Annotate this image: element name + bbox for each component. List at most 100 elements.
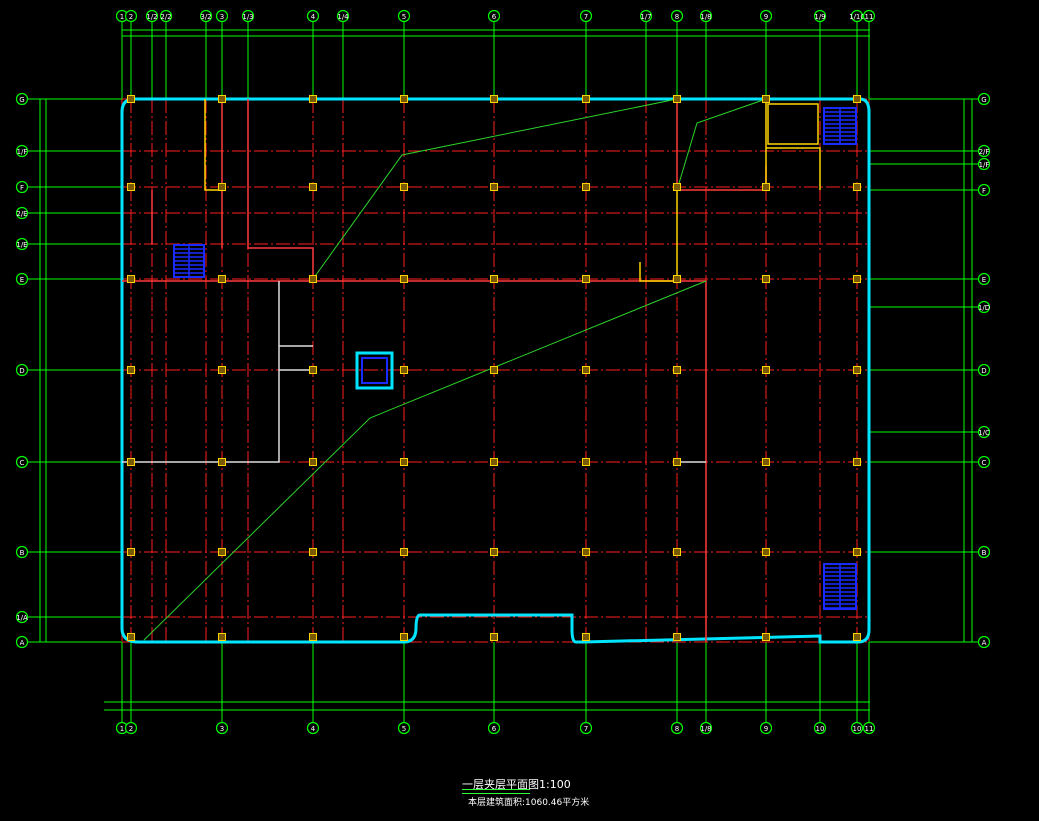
column [127,548,135,556]
column [490,95,498,103]
column [853,95,861,103]
left-axis-label: 1/F [17,148,28,156]
top-axis-label: 1 [120,13,124,21]
left-axis-label: B [20,549,25,557]
top-axis-label: 9 [764,13,768,21]
column [400,366,408,374]
left-axis-label: G [19,96,24,104]
bottom-axis-label: 9 [764,725,768,733]
bottom-axis-circle [759,721,773,735]
column [127,458,135,466]
top-axis-circle [159,9,173,23]
left-axis-circle [15,272,29,286]
bottom-axis-label: 8 [675,725,679,733]
right-axis-label: 1/F [979,161,990,169]
right-axis-circle [977,455,991,469]
column [400,95,408,103]
yellow-wall [204,99,821,282]
shaft-box [355,351,394,390]
column [673,183,681,191]
left-axis-label: A [20,639,25,647]
top-axis-label: 1/9 [814,13,825,21]
bottom-axis-label: 11 [865,725,874,733]
title-underline [462,789,530,794]
bottom-axis-circle [397,721,411,735]
bottom-axis-label: 1 [120,725,124,733]
top-axis-label: 1/8 [700,13,711,21]
left-axis-label: 1/E [16,241,27,249]
left-axis-circle [15,545,29,559]
right-axis-label: C [982,459,987,467]
right-axis-label: F [982,187,986,195]
left-axis-circle [15,237,29,251]
left-axis-circle [15,206,29,220]
right-axis-label: A [982,639,987,647]
left-axis-label: 1/A [16,614,28,622]
column [309,458,317,466]
top-axis-label: 2/2 [160,13,171,21]
column [762,458,770,466]
right-axis-circle [977,183,991,197]
column [127,183,135,191]
bottom-axis-label: 5 [402,725,406,733]
top-axis-circle [670,9,684,23]
left-axis-circle [15,144,29,158]
column [309,183,317,191]
left-axis-label: C [20,459,25,467]
column [400,548,408,556]
column [673,458,681,466]
shaft-box-inner [361,357,388,384]
right-axis-label: B [982,549,987,557]
top-axis-circle [862,9,876,23]
bottom-axis-circle [487,721,501,735]
right-axis-circle [977,157,991,171]
right-axis-circle [977,425,991,439]
column [218,548,226,556]
right-axis-circle [977,363,991,377]
top-axis-circle [639,9,653,23]
right-axis-circle [977,545,991,559]
right-axis-label: D [981,367,986,375]
grid-lines [28,22,978,722]
column [127,95,135,103]
top-axis-label: 3/2 [200,13,211,21]
left-axis-circle [15,635,29,649]
top-axis-circle [336,9,350,23]
bottom-axis-label: 10 [853,725,862,733]
column [218,633,226,641]
top-axis-circle [241,9,255,23]
top-axis-circle [124,9,138,23]
drawing-subtitle: 本层建筑面积:1060.46平方米 [468,798,590,808]
left-axis-label: D [19,367,24,375]
column [400,275,408,283]
top-axis-circle [813,9,827,23]
right-axis-label: 1/D [978,304,990,312]
column [309,548,317,556]
column [309,633,317,641]
drawing-title: 一层夹层平面图1:100 [462,778,571,791]
column [400,458,408,466]
top-axis-circle [579,9,593,23]
left-axis-circle [15,363,29,377]
top-axis-label: 1/4 [337,13,349,21]
top-axis-label: 11 [865,13,874,21]
column [582,366,590,374]
column [127,275,135,283]
column [673,95,681,103]
column [582,633,590,641]
bottom-axis-circle [850,721,864,735]
top-axis-label: 6 [492,13,497,21]
left-axis-label: E [20,276,24,284]
column [218,366,226,374]
column [490,458,498,466]
green-leader-lines [143,98,767,641]
column [762,183,770,191]
column [853,633,861,641]
column [762,548,770,556]
column [762,275,770,283]
column [582,548,590,556]
column [582,275,590,283]
column [762,633,770,641]
outer-wall [120,97,871,644]
